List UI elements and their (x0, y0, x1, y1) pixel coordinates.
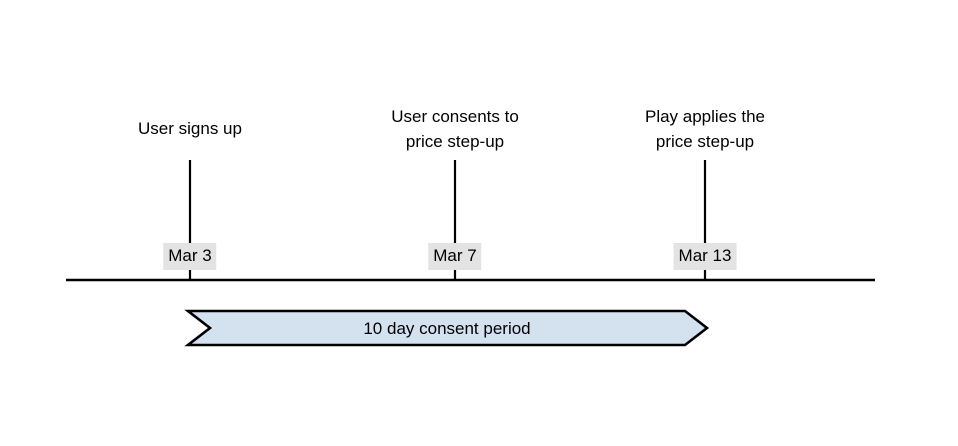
event-caption-signup: User signs up (138, 119, 242, 138)
consent-period-banner (184, 309, 710, 347)
date-label-mar-3: Mar 3 (163, 243, 217, 270)
event-caption-apply: Play applies the price step-up (644, 107, 766, 151)
date-label-mar-7: Mar 7 (428, 243, 482, 270)
event-caption-consent: User consents to price step-up (391, 107, 519, 151)
consent-period-label: 10 day consent period (363, 319, 531, 338)
date-label-mar-13: Mar 13 (673, 243, 737, 270)
